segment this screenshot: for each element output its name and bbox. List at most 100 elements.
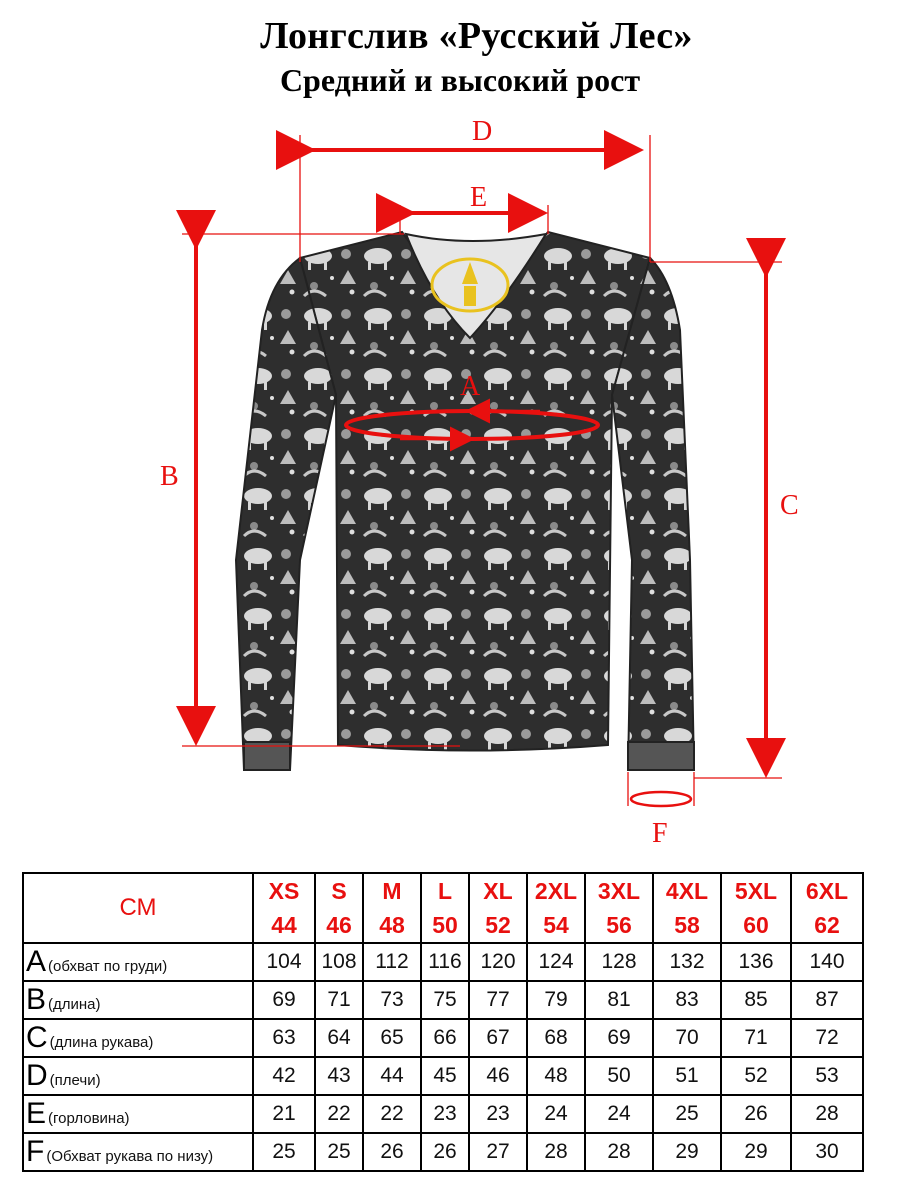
size-letter: 4XL — [665, 878, 709, 904]
measurement-value: 104 — [252, 942, 316, 982]
measurement-value: 70 — [652, 1018, 722, 1058]
size-number: 52 — [485, 912, 511, 938]
measurement-description: (обхват по груди) — [48, 958, 168, 975]
measurement-value: 24 — [526, 1094, 586, 1134]
size-number: 48 — [379, 912, 405, 938]
size-letter: 2XL — [534, 878, 578, 904]
size-letter: S — [331, 878, 347, 904]
measurement-value: 85 — [720, 980, 792, 1020]
measurement-value: 132 — [652, 942, 722, 982]
measurement-label: D(плечи) — [22, 1056, 254, 1096]
measurement-value: 124 — [526, 942, 586, 982]
measurement-value: 50 — [584, 1056, 654, 1096]
size-number: 46 — [326, 912, 352, 938]
size-number: 58 — [674, 912, 700, 938]
dimension-b-label: B — [160, 461, 179, 492]
dimension-f-ellipse — [629, 790, 693, 808]
measurement-description: (длина рукава) — [49, 1034, 154, 1051]
size-number: 44 — [271, 912, 297, 938]
size-header-4: XL 52 — [468, 872, 528, 944]
garment-diagram: D E B C A F — [160, 116, 799, 849]
size-header-3: L 50 — [420, 872, 470, 944]
measurement-value: 42 — [252, 1056, 316, 1096]
measurement-value: 28 — [790, 1094, 864, 1134]
page-title: Лонгслив «Русский Лес» — [260, 15, 693, 57]
measurement-value: 120 — [468, 942, 528, 982]
size-number: 54 — [543, 912, 569, 938]
size-letter: XL — [483, 878, 513, 904]
measurement-value: 69 — [584, 1018, 654, 1058]
measurement-letter: C — [26, 1021, 48, 1054]
measurement-value: 52 — [720, 1056, 792, 1096]
size-header-1: S 46 — [314, 872, 364, 944]
measurement-value: 46 — [468, 1056, 528, 1096]
measurement-value: 136 — [720, 942, 792, 982]
measurement-value: 43 — [314, 1056, 364, 1096]
size-header-0: XS 44 — [252, 872, 316, 944]
measurement-value: 112 — [362, 942, 422, 982]
measurement-label: F(Обхват рукава по низу) — [22, 1132, 254, 1172]
measurement-value: 68 — [526, 1018, 586, 1058]
measurement-value: 44 — [362, 1056, 422, 1096]
measurement-value: 22 — [362, 1094, 422, 1134]
measurement-value: 116 — [420, 942, 470, 982]
dimension-d-label: D — [472, 116, 492, 147]
measurement-value: 23 — [420, 1094, 470, 1134]
right-sleeve — [610, 256, 696, 771]
size-number: 62 — [814, 912, 840, 938]
left-sleeve — [234, 256, 338, 771]
measurement-description: (Обхват рукава по низу) — [46, 1148, 214, 1165]
measurement-value: 140 — [790, 942, 864, 982]
measurement-value: 66 — [420, 1018, 470, 1058]
measurement-letter: E — [26, 1097, 47, 1130]
measurement-value: 28 — [584, 1132, 654, 1172]
measurement-value: 26 — [720, 1094, 792, 1134]
measurement-value: 67 — [468, 1018, 528, 1058]
size-letter: 5XL — [734, 878, 778, 904]
collar-label-icon — [430, 257, 510, 313]
measurement-value: 48 — [526, 1056, 586, 1096]
measurement-letter: F — [26, 1135, 45, 1168]
dimension-e-label: E — [470, 182, 487, 213]
measurement-value: 79 — [526, 980, 586, 1020]
measurement-value: 25 — [652, 1094, 722, 1134]
measurement-value: 21 — [252, 1094, 316, 1134]
measurement-value: 69 — [252, 980, 316, 1020]
measurement-value: 25 — [252, 1132, 316, 1172]
measurement-value: 72 — [790, 1018, 864, 1058]
left-cuff — [243, 741, 291, 771]
measurement-description: (горловина) — [48, 1110, 130, 1127]
measurement-description: (плечи) — [49, 1072, 101, 1089]
measurement-value: 26 — [362, 1132, 422, 1172]
size-number: 50 — [432, 912, 458, 938]
measurement-value: 22 — [314, 1094, 364, 1134]
size-number: 56 — [606, 912, 632, 938]
size-letter: M — [382, 878, 402, 904]
measurement-value: 81 — [584, 980, 654, 1020]
measurement-value: 83 — [652, 980, 722, 1020]
measurement-value: 53 — [790, 1056, 864, 1096]
size-letter: 6XL — [805, 878, 849, 904]
measurement-value: 24 — [584, 1094, 654, 1134]
measurement-value: 63 — [252, 1018, 316, 1058]
measurement-letter: A — [26, 945, 47, 978]
size-letter: L — [437, 878, 453, 904]
measurement-value: 28 — [526, 1132, 586, 1172]
measurement-label: C(длина рукава) — [22, 1018, 254, 1058]
size-header-2: M 48 — [362, 872, 422, 944]
dimension-a-label: A — [460, 371, 481, 402]
size-letter: XS — [268, 878, 300, 904]
measurement-label: A(обхват по груди) — [22, 942, 254, 982]
measurement-value: 75 — [420, 980, 470, 1020]
size-letter: 3XL — [597, 878, 641, 904]
dimension-c-label: C — [780, 490, 799, 521]
measurement-description: (длина) — [48, 996, 101, 1013]
